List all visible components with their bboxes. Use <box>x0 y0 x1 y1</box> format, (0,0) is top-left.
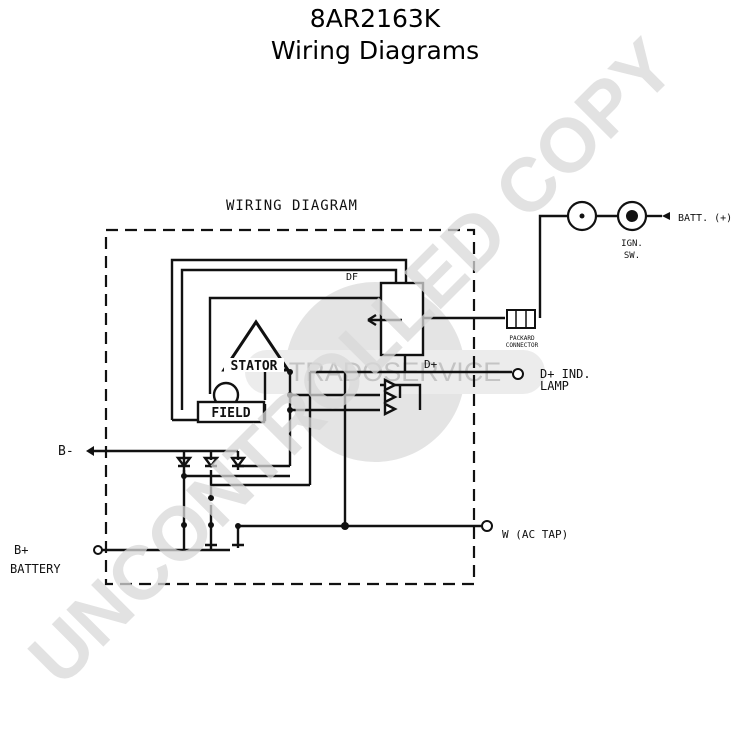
b-minus-label: B- <box>58 444 74 459</box>
d-plus-label: D+ <box>424 358 438 371</box>
lamp-symbol <box>566 200 598 232</box>
df-label: DF <box>346 272 358 283</box>
ac-tap-label: W (AC TAP) <box>502 528 568 541</box>
field-label: FIELD <box>211 406 250 421</box>
watermark-text: UNCONTROLLED COPY <box>13 23 691 701</box>
ac-tap-terminal <box>481 520 493 532</box>
stator-label: STATOR <box>231 359 278 374</box>
diagram-heading: WIRING DIAGRAM <box>226 198 358 214</box>
part-number-title: 8AR2163K <box>309 4 441 33</box>
b-plus-terminal <box>93 545 103 555</box>
d-plus-terminal <box>512 368 524 380</box>
ind-lamp-label-1: D+ IND. <box>540 367 591 381</box>
ign-sw-label-2: SW. <box>624 251 640 261</box>
battery-label: BATTERY <box>10 562 61 576</box>
field-symbol: FIELD <box>196 381 266 424</box>
ind-lamp-label-2: LAMP <box>540 379 569 393</box>
packard-label-2: CONNECTOR <box>506 342 539 349</box>
packard-connector: PACKARD CONNECTOR <box>506 309 539 349</box>
wiring <box>90 214 662 552</box>
page-title: Wiring Diagrams <box>270 36 480 65</box>
b-minus-terminal <box>86 446 94 456</box>
ignition-switch-symbol <box>616 200 670 232</box>
batt-plus-label: BATT. (+) <box>678 213 732 224</box>
junction-dots <box>181 369 349 530</box>
stator-symbol: STATOR <box>221 319 291 374</box>
b-plus-label: B+ <box>14 543 28 557</box>
packard-label-1: PACKARD <box>509 335 535 342</box>
ign-sw-label-1: IGN. <box>621 239 643 249</box>
